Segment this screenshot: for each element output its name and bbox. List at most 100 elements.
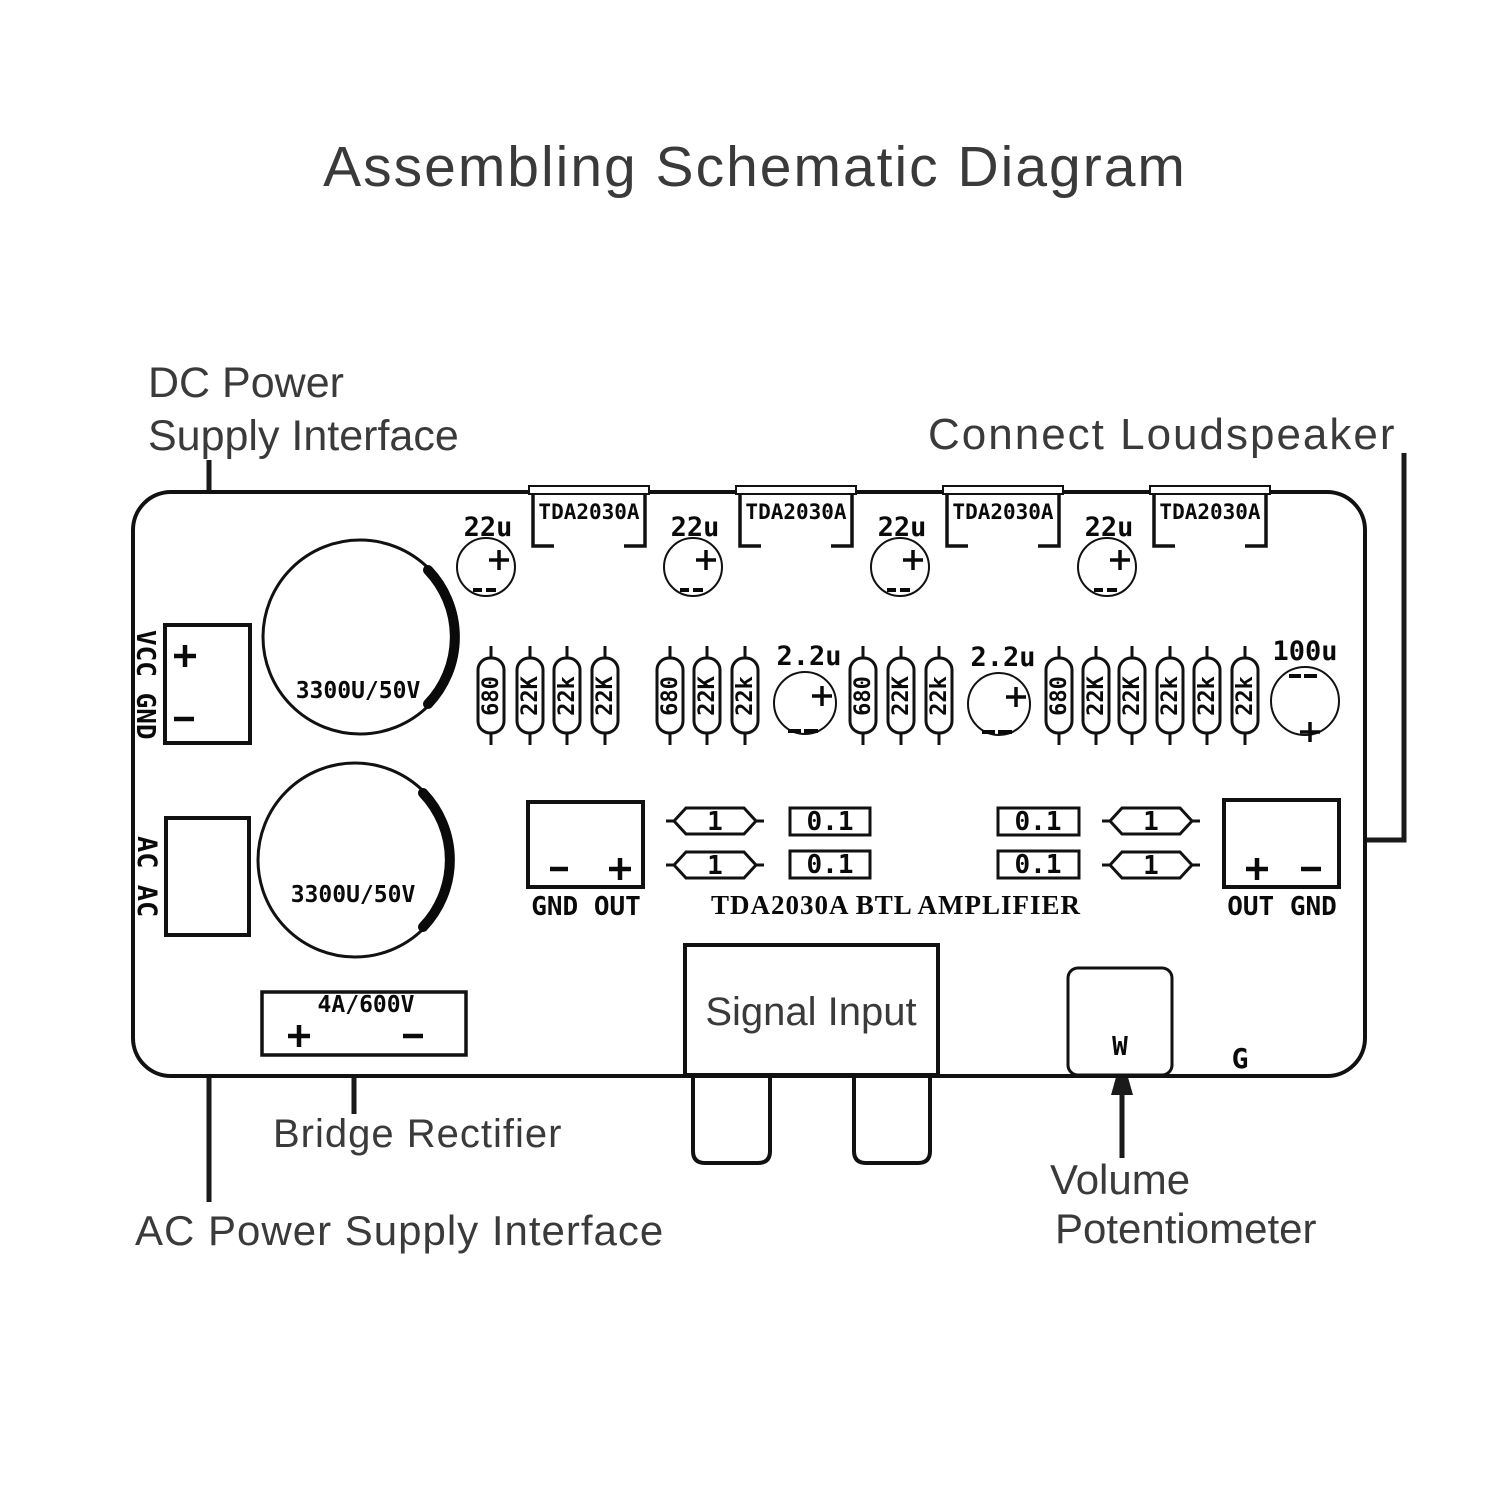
capacitor-value: 3300U/50V (296, 678, 421, 704)
svg-text:22K: 22K (1120, 675, 1145, 715)
svg-text:680: 680 (1047, 676, 1072, 716)
resistor: 22k (552, 646, 582, 745)
rca-jack (852, 1078, 932, 1165)
dc-power-label-line1: DC Power (148, 359, 344, 407)
ic-label: TDA2030A (952, 500, 1054, 524)
resistor: 680 (655, 646, 685, 745)
ac-power-connector: AC AC (131, 816, 251, 937)
capacitor-22u-4: 22u (1077, 512, 1137, 597)
svg-text:1: 1 (1143, 851, 1159, 881)
capacitor-22u-2: 22u (663, 512, 723, 597)
plus-mark (609, 858, 631, 880)
capacitor-22u-3: 22u (870, 512, 930, 597)
svg-text:22k: 22k (1195, 676, 1220, 716)
capacitor-value: 2.2u (970, 642, 1035, 673)
volume-label-line2: Potentiometer (1055, 1205, 1316, 1252)
capacitor-value: 22u (1085, 512, 1134, 543)
svg-text:22k: 22k (927, 676, 952, 716)
ic-label: TDA2030A (1159, 500, 1261, 524)
resistor: 22K (692, 646, 722, 745)
board-name: TDA2030A BTL AMPLIFIER (711, 890, 1081, 920)
capacitor-value: 3300U/50V (291, 882, 416, 908)
ic-footprint-tda2030a-3: TDA2030A (942, 485, 1064, 548)
jumper-component: 1 (666, 850, 764, 881)
ic-footprint-tda2030a-1: TDA2030A (528, 485, 650, 548)
svg-text:1: 1 (707, 851, 723, 881)
svg-text:680: 680 (851, 676, 876, 716)
film-capacitor: 0.1 (996, 849, 1081, 880)
svg-text:22K: 22K (593, 675, 618, 715)
svg-text:22k: 22k (1233, 676, 1258, 716)
jumper-component: 1 (1102, 806, 1200, 837)
jumper-component: 1 (1102, 850, 1200, 881)
resistor: 22K (1081, 646, 1111, 745)
svg-text:22K: 22K (518, 675, 543, 715)
out-gnd-label: OUT GND (1227, 892, 1337, 922)
dc-power-label-line2: Supply Interface (148, 412, 459, 460)
capacitor-100u: 100u (1270, 636, 1340, 742)
resistor: 22k (1155, 646, 1185, 745)
film-capacitor: 0.1 (788, 806, 872, 837)
capacitor-2.2u-2: 2.2u (967, 642, 1036, 736)
film-capacitor: 0.1 (788, 849, 872, 880)
svg-text:0.1: 0.1 (1015, 850, 1062, 880)
plus-mark (174, 645, 196, 667)
svg-text:22k: 22k (1158, 676, 1183, 716)
capacitor-2.2u-1: 2.2u (773, 641, 842, 735)
plus-mark (1246, 858, 1268, 880)
svg-text:22k: 22k (555, 676, 580, 716)
svg-text:680: 680 (479, 676, 504, 716)
resistor: 22K (886, 646, 916, 745)
bridge-rectifier-component: 4A/600V (260, 990, 468, 1057)
plus-mark (288, 1025, 310, 1047)
ic-footprint-tda2030a-2: TDA2030A (735, 485, 857, 548)
gnd-out-label: GND OUT (531, 892, 641, 922)
resistor: 680 (848, 646, 878, 745)
bridge-value: 4A/600V (318, 992, 415, 1018)
resistor: 22k (924, 646, 954, 745)
svg-text:22K: 22K (1084, 675, 1109, 715)
resistor: 22k (1230, 646, 1260, 745)
out-gnd-terminal: OUT GND (1222, 798, 1341, 922)
resistor: 22K (590, 646, 620, 745)
signal-input-connector: Signal Input (683, 943, 940, 1165)
resistor: 22K (515, 646, 545, 745)
rca-jack (691, 1078, 772, 1165)
svg-text:22K: 22K (889, 675, 914, 715)
bridge-rectifier-label: Bridge Rectifier (273, 1112, 562, 1156)
capacitor-value: 100u (1272, 636, 1337, 667)
resistor: 22k (1192, 646, 1222, 745)
resistor: 22K (1117, 646, 1147, 745)
svg-text:1: 1 (1143, 807, 1159, 837)
capacitor-3300u-1: 3300U/50V (261, 538, 460, 736)
ac-connector-label: AC AC (131, 836, 162, 917)
gnd-out-terminal: GND OUT (526, 800, 645, 922)
svg-text:22k: 22k (733, 676, 758, 716)
signal-input-label: Signal Input (705, 990, 916, 1034)
svg-text:0.1: 0.1 (1015, 807, 1062, 837)
svg-text:0.1: 0.1 (807, 807, 854, 837)
capacitor-value: 22u (671, 512, 720, 543)
svg-text:0.1: 0.1 (807, 850, 854, 880)
ground-pad-label: G (1232, 1042, 1249, 1075)
ic-label: TDA2030A (745, 500, 847, 524)
capacitor-22u-1: 22u (456, 512, 516, 597)
connect-loudspeaker-label: Connect Loudspeaker (928, 410, 1397, 459)
capacitor-value: 22u (464, 512, 513, 543)
svg-text:680: 680 (658, 676, 683, 716)
svg-text:1: 1 (707, 807, 723, 837)
ac-power-label: AC Power Supply Interface (135, 1207, 664, 1254)
svg-text:22K: 22K (695, 675, 720, 715)
volume-label-line1: Volume (1050, 1156, 1190, 1203)
dc-connector-label: VCC GND (130, 630, 160, 740)
jumper-component: 1 (666, 806, 764, 837)
capacitor-value: 2.2u (776, 641, 841, 672)
resistor: 22k (730, 646, 760, 745)
ic-footprint-tda2030a-4: TDA2030A (1149, 485, 1271, 548)
ic-label: TDA2030A (538, 500, 640, 524)
page-title: Assembling Schematic Diagram (323, 135, 1187, 199)
volume-potentiometer: W (1066, 966, 1174, 1077)
capacitor-3300u-2: 3300U/50V (256, 761, 455, 959)
